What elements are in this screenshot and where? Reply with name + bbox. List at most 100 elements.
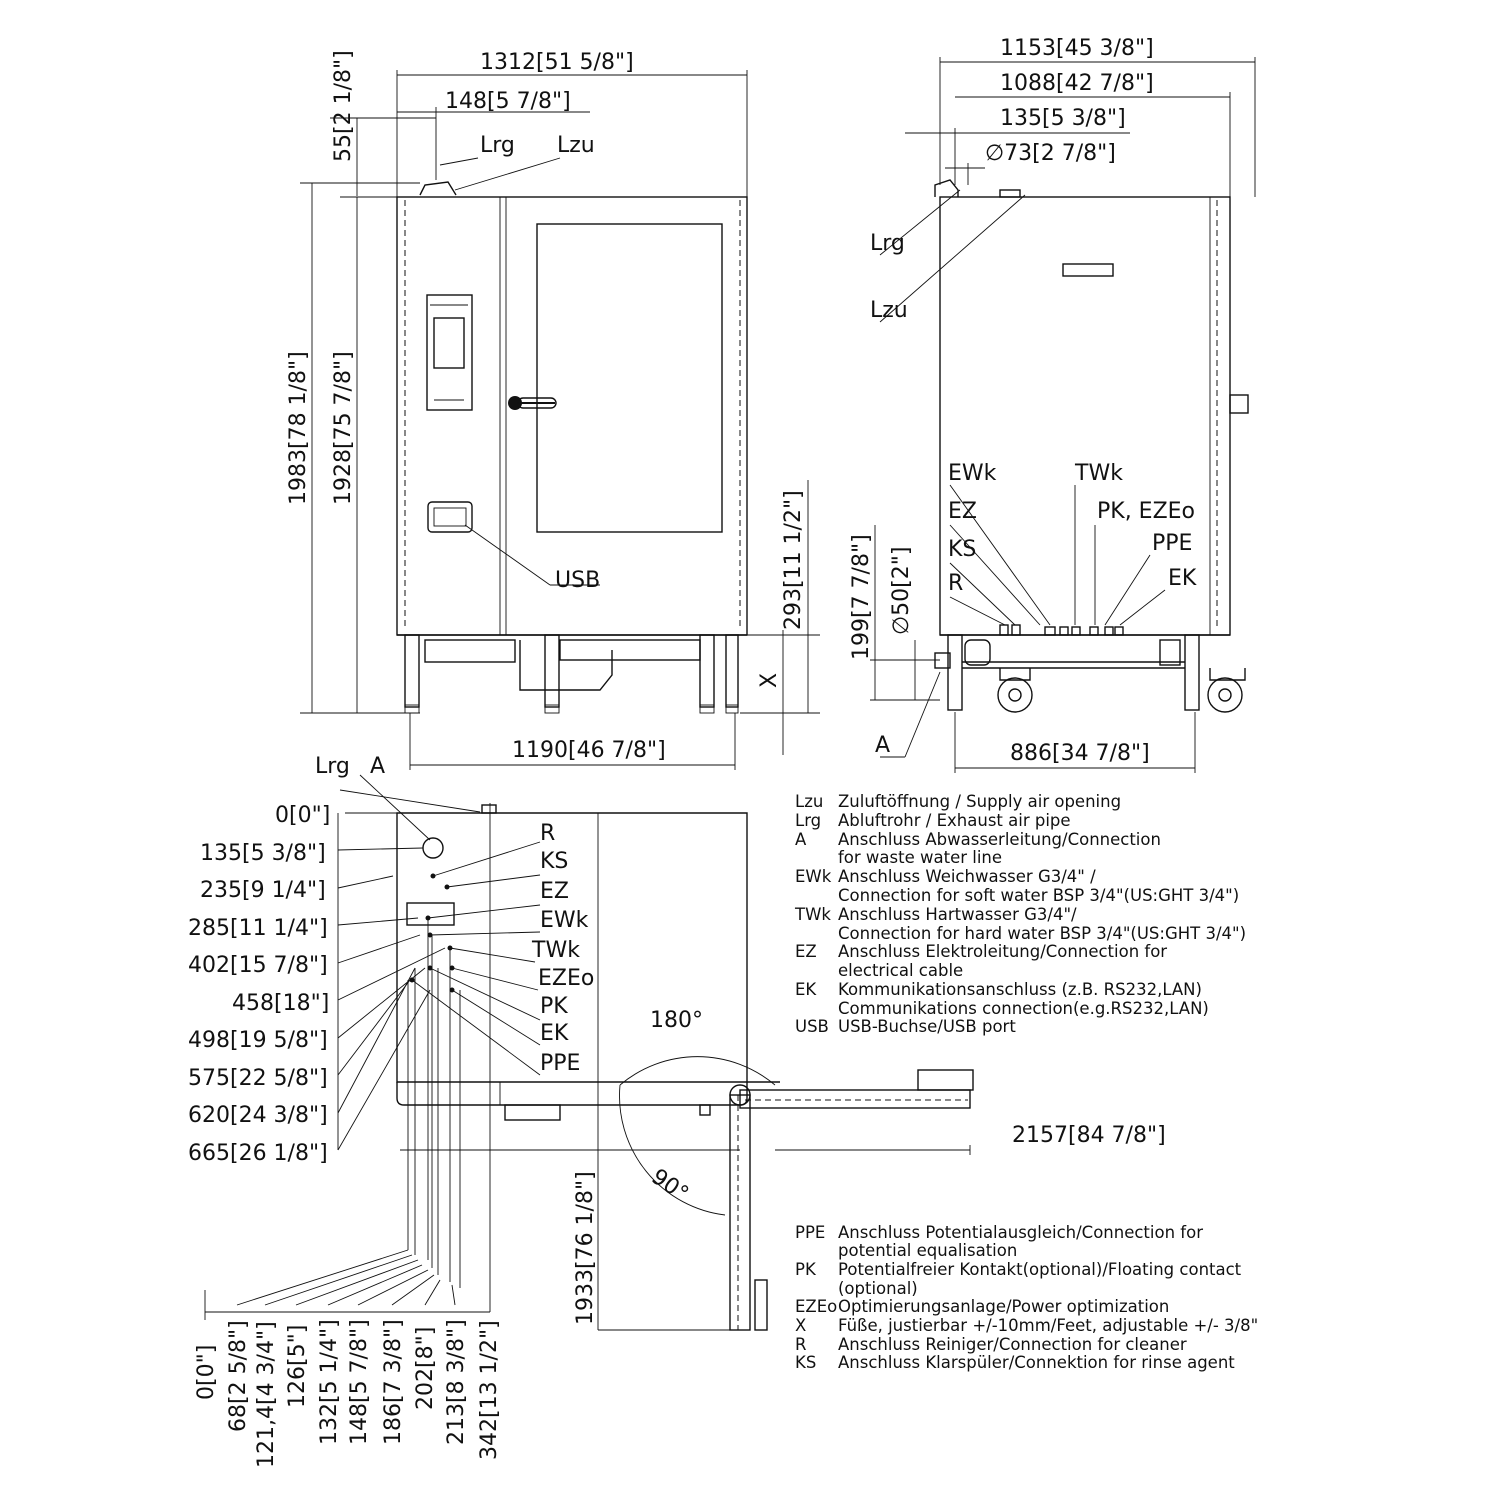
front-view: 1312[51 5/8"] 148[5 7/8"] 55[2 1/8"] 198… (286, 50, 820, 770)
legend-top-code-10: EK (795, 980, 817, 999)
label-ks-side: KS (948, 537, 976, 562)
label-twk-side: TWk (1074, 461, 1123, 486)
legend-bottom: PPE Anschluss Potentialausgleich/Connect… (795, 1223, 1258, 1372)
dim-side-dia73: ∅73[2 7/8"] (985, 141, 1116, 166)
label-lrg-top: Lrg (315, 754, 350, 779)
label-ewk-side: EWk (948, 461, 997, 486)
legend-top-code-12: USB (795, 1017, 829, 1036)
legend-bottom-text-0: Anschluss Potentialausgleich/Connection … (838, 1223, 1203, 1242)
legend-bottom-text-7: Anschluss Klarspüler/Connektion for rins… (838, 1353, 1235, 1372)
dim-x: X (757, 673, 782, 688)
left-dim-8: 620[24 3/8"] (188, 1103, 328, 1128)
legend-bottom-text-3: (optional) (838, 1279, 918, 1298)
top-panel (406, 902, 455, 926)
bottom-dim-7: 202[8"] (413, 1327, 438, 1410)
dim-side-1088: 1088[42 7/8"] (1000, 71, 1154, 96)
legend-top-text-1: Abluftrohr / Exhaust air pipe (838, 811, 1071, 830)
legend-top-text-3: for waste water line (838, 848, 1002, 867)
legend-bottom-code-0: PPE (795, 1223, 825, 1242)
conn-label-ez: EZ (540, 879, 569, 904)
dim-height-total: 1983[78 1/8"] (286, 351, 311, 505)
legend-bottom-text-2: Potentialfreier Kontakt(optional)/Floati… (838, 1260, 1242, 1279)
legend-bottom-code-2: PK (795, 1260, 817, 1279)
left-dim-3: 285[11 1/4"] (188, 916, 328, 941)
label-r-side: R (948, 571, 963, 596)
bottom-dim-9: 342[13 1/2"] (477, 1320, 502, 1460)
control-panel (426, 294, 473, 411)
legend-bottom-code-7: KS (795, 1353, 816, 1372)
legend-top-text-7: Connection for hard water BSP 3/4"(US:GH… (838, 924, 1246, 943)
legend-top-code-0: Lzu (795, 792, 823, 811)
legend-top-code-1: Lrg (795, 811, 821, 830)
conn-label-ppe: PPE (540, 1051, 580, 1076)
dim-width-total: 1312[51 5/8"] (480, 50, 634, 75)
legend-top-text-5: Connection for soft water BSP 3/4"(US:GH… (838, 886, 1239, 905)
label-ek-side: EK (1168, 566, 1197, 591)
left-dim-5: 458[18"] (232, 991, 329, 1016)
angle-90: 90° (647, 1164, 693, 1207)
legend-top-text-9: electrical cable (838, 961, 963, 980)
left-dim-7: 575[22 5/8"] (188, 1066, 328, 1091)
legend-top-text-10: Kommunikationsanschluss (z.B. RS232,LAN) (838, 980, 1202, 999)
label-lzu-side: Lzu (870, 298, 908, 323)
legend-top-code-8: EZ (795, 942, 817, 961)
conn-label-ezeo: EZEo (538, 966, 594, 991)
bottom-dim-5: 148[5 7/8"] (347, 1319, 372, 1445)
dim-depth: 1933[76 1/8"] (573, 1171, 598, 1325)
dim-vertical-top: 55[2 1/8"] (331, 50, 356, 162)
dim-height-293: 293[11 1/2"] (781, 490, 806, 630)
legend-top-code-4: EWk (795, 867, 832, 886)
conn-label-pk: PK (540, 994, 568, 1019)
dim-side-dia50: ∅50[2"] (889, 547, 914, 635)
conn-label-ks: KS (540, 849, 568, 874)
bottom-dim-0: 0[0"] (194, 1345, 219, 1400)
side-vent-slot (1062, 263, 1114, 277)
conn-label-ek: EK (540, 1021, 569, 1046)
legend-top-text-0: Zuluftöffnung / Supply air opening (838, 792, 1121, 811)
dim-height-body: 1928[75 7/8"] (331, 351, 356, 505)
label-ppe-side: PPE (1152, 531, 1192, 556)
legend-top-text-8: Anschluss Elektroleitung/Connection for (838, 942, 1167, 961)
legend-bottom-text-1: potential equalisation (838, 1241, 1017, 1260)
left-dim-4: 402[15 7/8"] (188, 953, 328, 978)
left-dim-0: 0[0"] (275, 803, 330, 828)
legend-top-text-11: Communikations connection(e.g.RS232,LAN) (838, 999, 1209, 1018)
angle-180: 180° (650, 1008, 703, 1033)
dim-side-886: 886[34 7/8"] (1010, 741, 1150, 766)
legend-top: Lzu Zuluftöffnung / Supply air opening L… (794, 792, 1246, 1036)
label-lrg-side: Lrg (870, 231, 905, 256)
legend-bottom-code-6: R (795, 1335, 806, 1354)
label-a-top: A (370, 754, 385, 779)
dim-side-135: 135[5 3/8"] (1000, 106, 1126, 131)
legend-bottom-code-5: X (795, 1316, 806, 1335)
bottom-dim-8: 213[8 3/8"] (444, 1319, 469, 1445)
label-ez-side: EZ (948, 499, 977, 524)
legend-top-text-2: Anschluss Abwasserleitung/Connection (838, 830, 1161, 849)
label-lrg-front: Lrg (480, 133, 515, 158)
label-usb: USB (555, 568, 600, 593)
bottom-dim-2: 121,4[4 3/4"] (254, 1321, 279, 1468)
door-window (536, 223, 723, 533)
bottom-dims: 0[0"] 68[2 5/8"] 121,4[4 3/4"] 126[5"] 1… (194, 1319, 502, 1468)
legend-top-code-2: A (795, 830, 807, 849)
left-dim-1: 135[5 3/8"] (200, 841, 326, 866)
control-display (433, 317, 465, 369)
wheel-left (997, 677, 1033, 713)
left-dim-9: 665[26 1/8"] (188, 1141, 328, 1166)
usb-port-box (427, 501, 473, 533)
connection-labels: R KS EZ EWk TWk EZEo PK EK PPE (531, 821, 594, 1076)
top-view: Lrg A 0[0"] 135[5 3/8"] 235[9 1/4"] 285[… (188, 754, 1166, 1468)
left-dim-6: 498[19 5/8"] (188, 1028, 328, 1053)
top-exhaust-circle (422, 837, 444, 859)
conn-label-ewk: EWk (540, 908, 589, 933)
side-view: 1153[45 3/8"] 1088[42 7/8"] 135[5 3/8"] … (849, 36, 1256, 773)
legend-top-text-4: Anschluss Weichwasser G3/4" / (838, 867, 1096, 886)
legend-top-text-12: USB-Buchse/USB port (838, 1017, 1016, 1036)
wheel-right (1207, 677, 1243, 713)
label-lzu-front: Lzu (557, 133, 595, 158)
legend-top-code-6: TWk (794, 905, 831, 924)
conn-label-r: R (540, 821, 555, 846)
left-dim-2: 235[9 1/4"] (200, 878, 326, 903)
label-pk-ezeo-side: PK, EZEo (1097, 499, 1195, 524)
